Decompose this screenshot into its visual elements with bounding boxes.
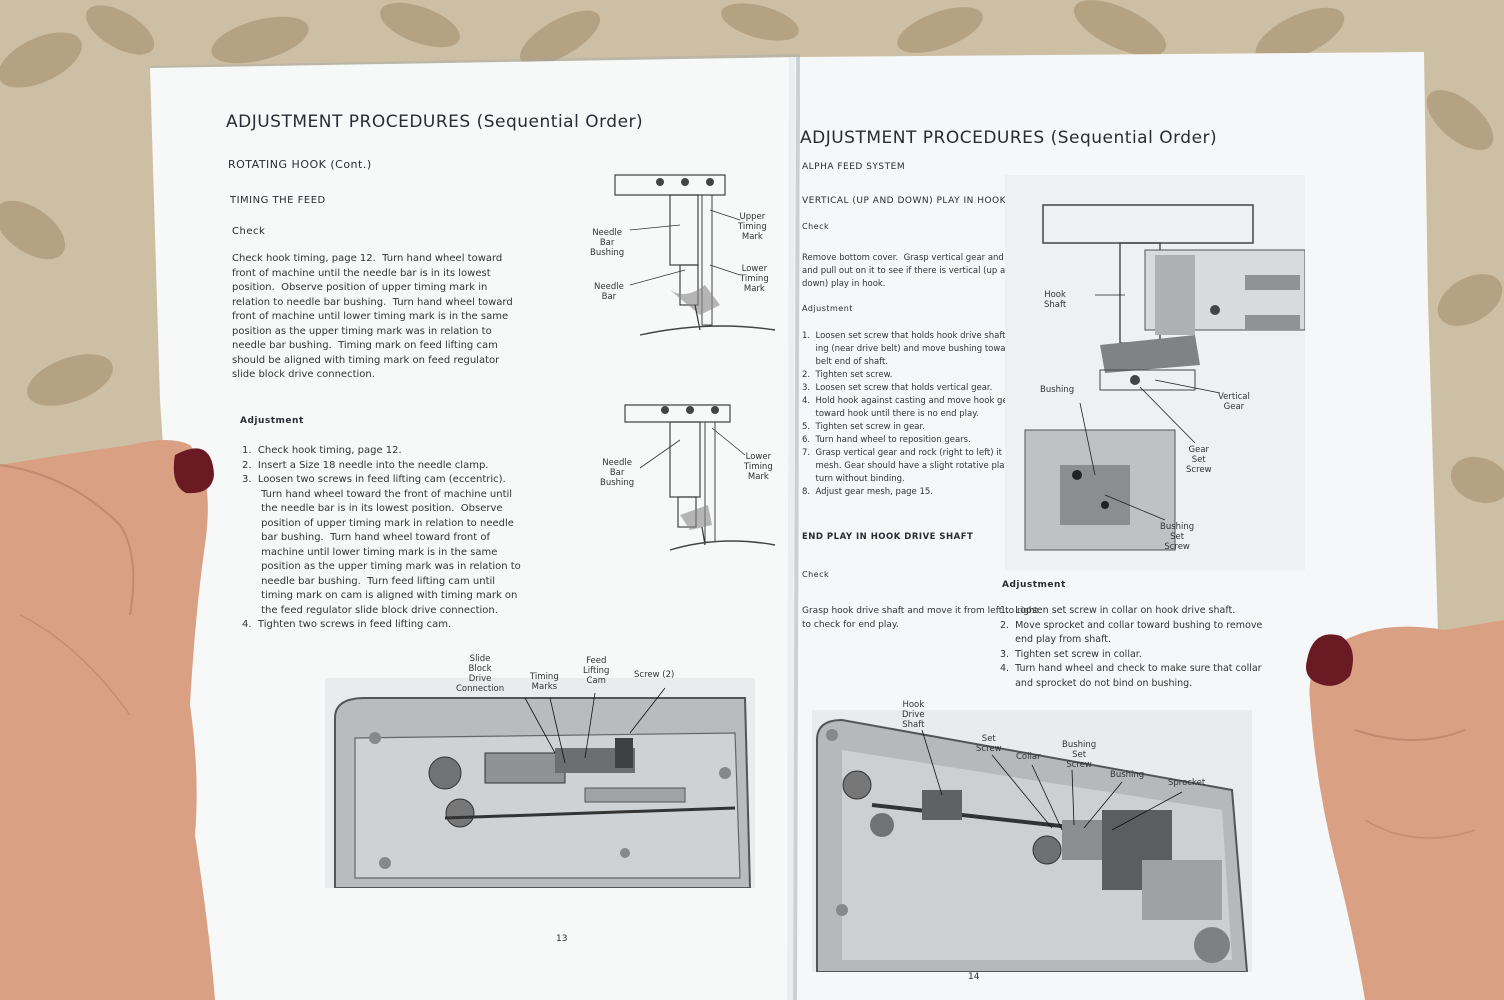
left-subsection-heading: TIMING THE FEED <box>230 195 326 206</box>
fig1-label-needle-bar-bushing: Needle Bar Bushing <box>590 228 625 258</box>
fig3-label-feed-lifting-cam: Feed Lifting Cam <box>583 656 610 686</box>
right-section-heading: ALPHA FEED SYSTEM <box>802 162 906 172</box>
fig3-label-slide-block: Slide Block Drive Connection <box>456 654 505 694</box>
right-adjustment-steps: 1. Loosen set screw that holds hook driv… <box>802 331 1038 497</box>
right-adjustment2-steps: 1. Loosen set screw in collar on hook dr… <box>1000 605 1263 689</box>
left-page-number: 13 <box>556 934 568 944</box>
right-fig2-label-set-screw: Set Screw <box>976 734 1002 754</box>
right-check-paragraph: Remove bottom cover. Grasp vertical gear… <box>802 253 1038 289</box>
right-adjustment-heading: Adjustment <box>802 304 853 313</box>
right-fig1-label-gear-set-screw: Gear Set Screw <box>1186 445 1212 475</box>
hook-shaft-gear-figure <box>1005 175 1305 570</box>
needle-bar-timing-figure-lower <box>624 404 776 551</box>
right-hand-nail-icon <box>1306 634 1353 686</box>
right-check2-paragraph: Grasp hook drive shaft and move it from … <box>802 606 1039 630</box>
right-adjustment2-heading: Adjustment <box>1002 580 1066 590</box>
left-hand-nail-icon <box>173 448 214 494</box>
fig3-label-timing-marks: Timing Marks <box>530 672 559 692</box>
right-subsection2-heading: END PLAY IN HOOK DRIVE SHAFT <box>802 532 974 542</box>
right-fig2-label-collar: Collar <box>1016 752 1041 762</box>
right-fig1-label-bushing: Bushing <box>1040 385 1075 395</box>
hook-drive-shaft-figure <box>812 710 1252 972</box>
right-page-number: 14 <box>968 972 980 982</box>
right-check-heading: Check <box>802 222 830 231</box>
left-adjustment-heading: Adjustment <box>240 416 304 426</box>
right-hand <box>1306 620 1504 1000</box>
fig3-label-screw: Screw (2) <box>634 670 675 680</box>
right-fig2-label-bushing: Bushing <box>1110 770 1145 780</box>
feed-cam-mechanism-figure <box>325 678 755 888</box>
left-check-heading: Check <box>232 226 266 237</box>
right-fig2-label-sprocket: Sprocket <box>1168 778 1206 788</box>
left-section-heading: ROTATING HOOK (Cont.) <box>228 158 372 171</box>
left-page-title: ADJUSTMENT PROCEDURES (Sequential Order) <box>226 112 644 132</box>
fig1-label-upper-timing-mark: Upper Timing Mark <box>738 212 767 242</box>
right-fig2-label-bushing-set-screw: Bushing Set Screw <box>1062 740 1097 770</box>
left-adjustment-steps: 1. Check hook timing, page 12. 2. Insert… <box>242 445 521 630</box>
needle-bar-timing-figure-upper <box>614 174 776 336</box>
left-hand <box>0 440 215 1000</box>
fig1-label-needle-bar: Needle Bar <box>594 282 624 302</box>
left-check-paragraph: Check hook timing, page 12. Turn hand wh… <box>232 253 513 380</box>
right-page-title: ADJUSTMENT PROCEDURES (Sequential Order) <box>800 128 1218 148</box>
right-fig2-label-hook-drive-shaft: Hook Drive Shaft <box>902 700 925 730</box>
fig2-label-lower-timing-mark: Lower Timing Mark <box>744 452 773 482</box>
right-check2-heading: Check <box>802 570 830 579</box>
right-fig1-label-bushing-set-screw: Bushing Set Screw <box>1160 522 1195 552</box>
right-fig1-label-hook-shaft: Hook Shaft <box>1044 290 1067 310</box>
fig1-label-lower-timing-mark: Lower Timing Mark <box>740 264 769 294</box>
right-fig1-label-vertical-gear: Vertical Gear <box>1218 392 1250 412</box>
fig2-label-needle-bar-bushing: Needle Bar Bushing <box>600 458 635 488</box>
right-subsection-heading: VERTICAL (UP AND DOWN) PLAY IN HOOK <box>802 196 1007 206</box>
